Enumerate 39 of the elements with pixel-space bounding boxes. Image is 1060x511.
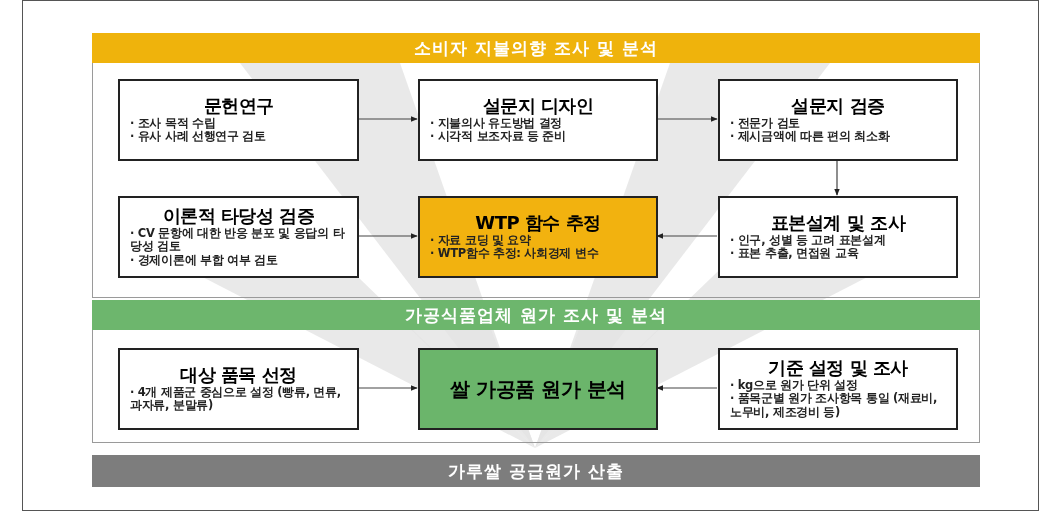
bullet-text: · 조사 목적 수립: [130, 116, 217, 130]
bullet-text: · 전문가 검토: [730, 116, 801, 130]
bullet-text: · 제시금액에 따른 편의 최소화: [730, 130, 891, 145]
bullet-text: · 시각적 보조자료 등 준비: [430, 130, 567, 145]
bullet-text: · 지불의사 유도방법 결정: [430, 116, 564, 130]
section-panel: [92, 33, 980, 298]
process-box: [118, 348, 359, 430]
bullet-text: · 4개 제품군 중심으로 설정 (빵류, 면류, 과자류, 분말류): [130, 385, 342, 414]
bullet-text: · 유사 사례 선행연구 검토: [130, 130, 267, 145]
box-title: 표본설계 및 조사: [769, 212, 907, 234]
box-title: 기준 설정 및 조사: [767, 357, 909, 379]
section-header: 소비자 지불의향 조사 및 분석: [92, 33, 980, 63]
box-title: 설문지 검증: [790, 95, 886, 117]
section-panel: [92, 300, 980, 443]
bullet-text: · WTP함수 추정: 사회경제 변수: [430, 247, 600, 262]
process-box: [418, 348, 658, 430]
box-title: 대상 품목 선정: [179, 364, 298, 386]
process-box: [418, 79, 658, 161]
box-title: 쌀 가공품 원가 분석: [449, 377, 627, 401]
bullet-text: · 표본 추출, 면접원 교육: [730, 247, 860, 262]
box-title: 문헌연구: [202, 95, 275, 117]
process-box: [418, 196, 658, 278]
box-title: 이론적 타당성 검증: [161, 205, 316, 227]
box-title: WTP 함수 추정: [474, 212, 602, 234]
box-title: 설문지 디자인: [481, 95, 595, 117]
bullet-text: · 품목군별 원가 조사항목 통일 (재료비, 노무비, 제조경비 등): [730, 392, 939, 421]
result-band: 가루쌀 공급원가 산출: [92, 455, 980, 487]
bullet-text: · CV 문항에 대한 반응 분포 및 응답의 타당성 검토: [130, 226, 346, 254]
process-box: [118, 196, 359, 278]
process-box: [718, 348, 958, 430]
bullet-text: · 자료 코딩 및 요약: [430, 233, 532, 247]
bullet-text: · 인구, 성별 등 고려 표본설계: [730, 233, 887, 247]
section-header: 가공식품업체 원가 조사 및 분석: [92, 300, 980, 330]
process-box: [718, 196, 958, 278]
bullet-text: · 경제이론에 부합 여부 검토: [130, 254, 279, 269]
process-box: [718, 79, 958, 161]
process-box: [118, 79, 359, 161]
bullet-text: · kg으로 원가 단위 설정: [730, 378, 858, 392]
arrow: [834, 159, 840, 196]
